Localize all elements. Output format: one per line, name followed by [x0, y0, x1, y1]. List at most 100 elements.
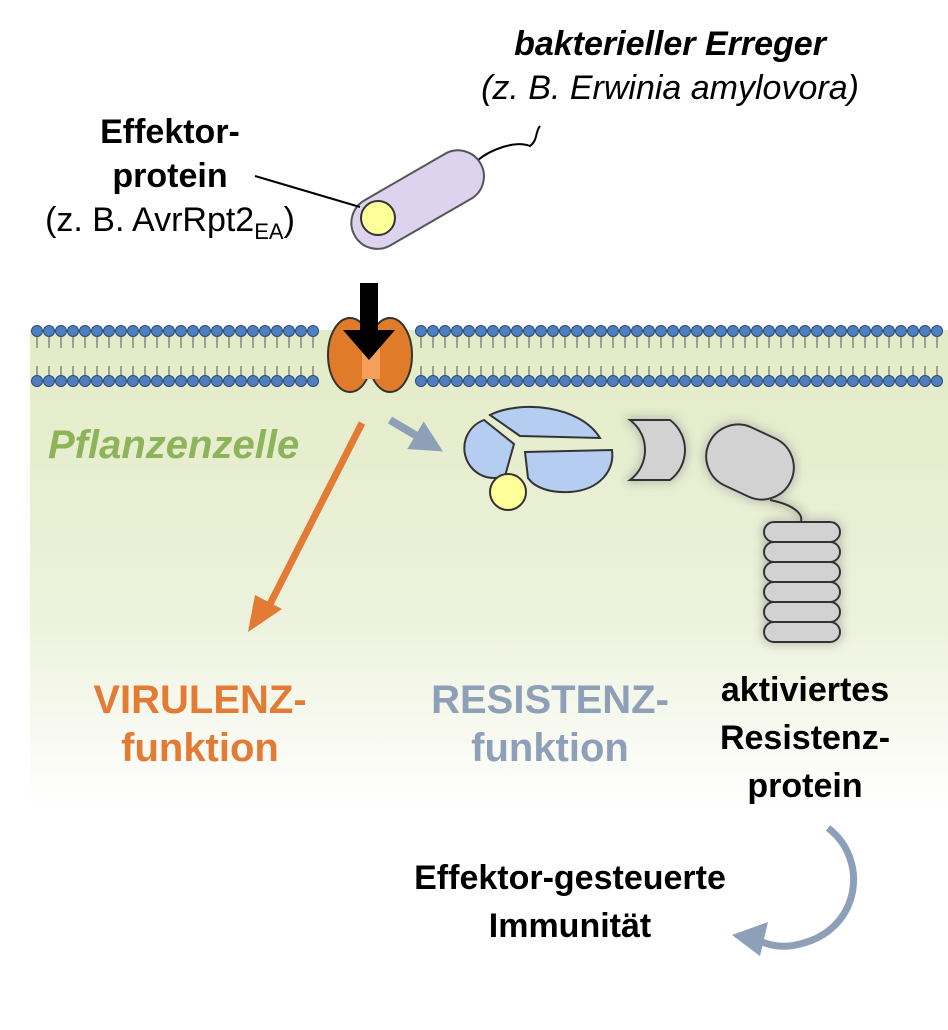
lipid-head: [763, 375, 775, 387]
activated-protein-label: aktiviertes Resistenz- protein: [680, 666, 930, 810]
lipid-head: [715, 325, 727, 337]
lipid-head: [631, 325, 643, 337]
lipid-head: [679, 325, 691, 337]
lipid-head: [427, 375, 439, 387]
pathogen-label: bakterieller Erreger (z. B. Erwinia amyl…: [440, 22, 900, 110]
receptor-complex-icon: [463, 405, 614, 511]
lipid-head: [187, 375, 199, 387]
lipid-head: [799, 375, 811, 387]
lipid-head: [259, 325, 271, 337]
lipid-head: [55, 325, 67, 337]
lipid-head: [91, 325, 103, 337]
lipid-head: [475, 375, 487, 387]
lipid-head: [595, 325, 607, 337]
lipid-head: [895, 375, 907, 387]
lipid-head: [667, 375, 679, 387]
lipid-head: [295, 325, 307, 337]
lipid-head: [679, 375, 691, 387]
lipid-head: [703, 375, 715, 387]
lipid-head: [643, 325, 655, 337]
lipid-head: [67, 325, 79, 337]
lipid-head: [751, 375, 763, 387]
lipid-head: [127, 375, 139, 387]
lipid-head: [163, 375, 175, 387]
lipid-head: [655, 375, 667, 387]
lipid-head: [451, 325, 463, 337]
effector-protein-icon: [360, 200, 396, 236]
lipid-head: [691, 375, 703, 387]
lipid-head: [667, 325, 679, 337]
lipid-head: [547, 375, 559, 387]
lipid-head: [139, 325, 151, 337]
lipid-head: [415, 375, 427, 387]
resistance-arrow: [387, 416, 443, 452]
pathogen-example: (z. B. Erwinia amylovora): [481, 69, 859, 107]
immunity-line-1: Effektor-gesteuerte: [414, 859, 726, 897]
lipid-head: [607, 325, 619, 337]
lipid-head: [619, 325, 631, 337]
effector-example-text: (z. B. AvrRpt2: [45, 201, 255, 239]
resistance-protein-icon: [627, 419, 841, 643]
lipid-head: [31, 325, 43, 337]
lipid-head: [811, 375, 823, 387]
lipid-head: [187, 325, 199, 337]
lipid-head: [751, 325, 763, 337]
lipid-head: [787, 375, 799, 387]
lipid-head: [871, 375, 883, 387]
lipid-head: [535, 325, 547, 337]
lipid-head: [283, 375, 295, 387]
cell-membrane: [31, 325, 943, 387]
lipid-head: [439, 325, 451, 337]
lipid-head: [55, 375, 67, 387]
lipid-head: [739, 375, 751, 387]
lipid-head: [235, 375, 247, 387]
lipid-head: [31, 375, 43, 387]
resistance-line-1: RESISTENZ-: [431, 678, 669, 722]
lipid-head: [91, 375, 103, 387]
lipid-head: [727, 325, 739, 337]
entry-arrow: [343, 283, 395, 360]
lipid-head: [919, 325, 931, 337]
lipid-head: [871, 325, 883, 337]
lipid-head: [691, 325, 703, 337]
lipid-head: [847, 325, 859, 337]
lipid-head: [79, 375, 91, 387]
lipid-head: [727, 375, 739, 387]
lipid-head: [823, 375, 835, 387]
lipid-head: [859, 375, 871, 387]
lipid-head: [127, 325, 139, 337]
lipid-head: [283, 325, 295, 337]
lipid-head: [523, 325, 535, 337]
lipid-head: [427, 325, 439, 337]
lipid-head: [67, 375, 79, 387]
lipid-head: [199, 375, 211, 387]
lipid-head: [883, 375, 895, 387]
lipid-head: [115, 325, 127, 337]
lipid-head: [295, 375, 307, 387]
lipid-head: [775, 375, 787, 387]
lipid-head: [511, 375, 523, 387]
lipid-head: [787, 325, 799, 337]
lipid-head: [463, 375, 475, 387]
lipid-head: [103, 325, 115, 337]
lipid-head: [811, 325, 823, 337]
lipid-head: [547, 325, 559, 337]
resistance-label: RESISTENZ- funktion: [390, 676, 710, 772]
lipid-head: [583, 325, 595, 337]
lipid-head: [835, 325, 847, 337]
lipid-head: [511, 325, 523, 337]
lipid-head: [247, 375, 259, 387]
virulence-arrow: [248, 421, 366, 632]
lipid-head: [115, 375, 127, 387]
lipid-head: [739, 325, 751, 337]
lipid-head: [199, 325, 211, 337]
lipid-head: [415, 325, 427, 337]
lipid-head: [895, 325, 907, 337]
lipid-head: [475, 325, 487, 337]
lipid-head: [919, 375, 931, 387]
pathogen-title: bakterieller Erreger: [514, 25, 826, 63]
lipid-head: [163, 325, 175, 337]
lipid-head: [247, 325, 259, 337]
effector-example-subscript: EA: [254, 218, 284, 244]
